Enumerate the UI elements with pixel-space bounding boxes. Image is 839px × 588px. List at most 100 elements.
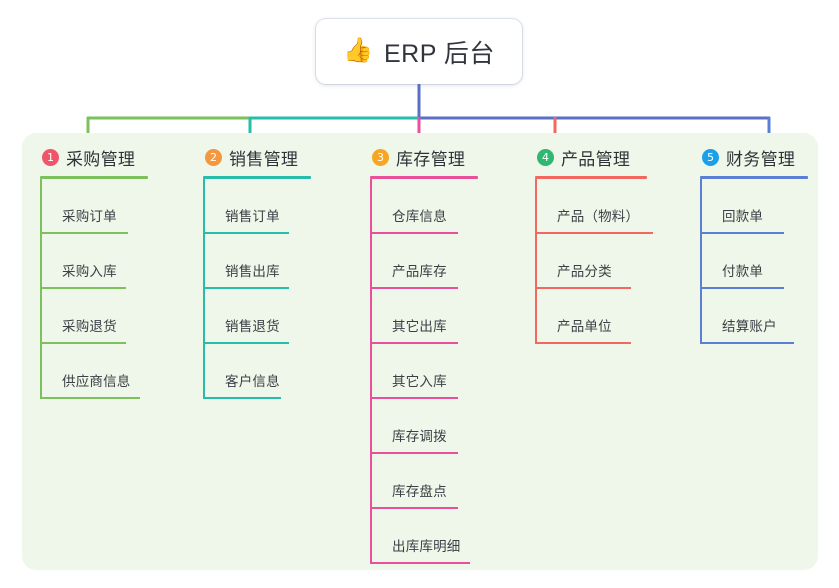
item-label: 产品分类 xyxy=(557,264,612,279)
column-header-3[interactable]: 3 库存管理 xyxy=(370,145,478,169)
item-label: 仓库信息 xyxy=(392,209,447,224)
item-label: 采购入库 xyxy=(62,264,117,279)
item-label: 回款单 xyxy=(722,209,764,224)
item-rule xyxy=(700,342,794,344)
column-items-2: 销售订单 销售出库 销售退货 客户信息 xyxy=(203,179,311,399)
column-title-1: 采购管理 xyxy=(66,149,136,169)
item-label: 产品单位 xyxy=(557,319,612,334)
list-item[interactable]: 客户信息 xyxy=(203,344,311,399)
item-label: 采购退货 xyxy=(62,319,117,334)
item-label: 销售订单 xyxy=(225,209,280,224)
list-item[interactable]: 库存盘点 xyxy=(370,454,478,509)
column-rule-3 xyxy=(370,176,478,179)
item-label: 产品（物料） xyxy=(557,209,640,224)
item-label: 其它入库 xyxy=(392,374,447,389)
column-badge-5: 5 xyxy=(702,148,719,166)
column-title-3: 库存管理 xyxy=(396,149,466,169)
list-item[interactable]: 产品分类 xyxy=(535,234,653,289)
item-label: 销售退货 xyxy=(225,319,280,334)
item-rule xyxy=(40,342,126,344)
list-item[interactable]: 付款单 xyxy=(700,234,808,289)
item-rule xyxy=(370,562,470,564)
item-rule xyxy=(370,287,458,289)
item-label: 库存盘点 xyxy=(392,484,447,499)
column-rule-1 xyxy=(40,176,148,179)
item-label: 其它出库 xyxy=(392,319,447,334)
list-item[interactable]: 其它入库 xyxy=(370,344,478,399)
item-rule xyxy=(700,287,784,289)
list-item[interactable]: 销售出库 xyxy=(203,234,311,289)
list-item[interactable]: 仓库信息 xyxy=(370,179,478,234)
content-panel xyxy=(22,133,818,570)
item-rule xyxy=(203,232,289,234)
column-items-3: 仓库信息 产品库存 其它出库 其它入库 库存调拨 库存盘点 xyxy=(370,179,478,564)
item-label: 供应商信息 xyxy=(62,374,131,389)
column-procurement: 1 采购管理 采购订单 采购入库 采购退货 供应商信息 xyxy=(40,145,148,399)
item-label: 客户信息 xyxy=(225,374,280,389)
column-title-5: 财务管理 xyxy=(726,149,796,169)
column-finance: 5 财务管理 回款单 付款单 结算账户 xyxy=(700,145,808,344)
item-rule xyxy=(535,232,653,234)
column-inventory: 3 库存管理 仓库信息 产品库存 其它出库 其它入库 库存调拨 xyxy=(370,145,478,564)
list-item[interactable]: 其它出库 xyxy=(370,289,478,344)
column-header-4[interactable]: 4 产品管理 xyxy=(535,145,653,169)
column-badge-2: 2 xyxy=(205,148,222,166)
column-product: 4 产品管理 产品（物料） 产品分类 产品单位 xyxy=(535,145,653,344)
list-item[interactable]: 采购入库 xyxy=(40,234,148,289)
item-rule xyxy=(535,342,631,344)
column-items-1: 采购订单 采购入库 采购退货 供应商信息 xyxy=(40,179,148,399)
list-item[interactable]: 供应商信息 xyxy=(40,344,148,399)
list-item[interactable]: 销售订单 xyxy=(203,179,311,234)
list-item[interactable]: 结算账户 xyxy=(700,289,808,344)
column-spine-2 xyxy=(203,179,205,399)
list-item[interactable]: 产品（物料） xyxy=(535,179,653,234)
list-item[interactable]: 采购退货 xyxy=(40,289,148,344)
column-spine-5 xyxy=(700,179,702,344)
item-rule xyxy=(700,232,784,234)
list-item[interactable]: 回款单 xyxy=(700,179,808,234)
root-node[interactable]: 👍 ERP 后台 xyxy=(316,19,522,84)
item-rule xyxy=(203,287,289,289)
list-item[interactable]: 产品单位 xyxy=(535,289,653,344)
item-rule xyxy=(40,397,140,399)
root-node-label: ERP 后台 xyxy=(383,39,495,68)
list-item[interactable]: 出库库明细 xyxy=(370,509,478,564)
item-rule xyxy=(370,507,458,509)
item-rule xyxy=(370,342,458,344)
list-item[interactable]: 库存调拨 xyxy=(370,399,478,454)
column-sales: 2 销售管理 销售订单 销售出库 销售退货 客户信息 xyxy=(203,145,311,399)
column-header-1[interactable]: 1 采购管理 xyxy=(40,145,148,169)
column-spine-3 xyxy=(370,179,372,564)
list-item[interactable]: 销售退货 xyxy=(203,289,311,344)
column-rule-4 xyxy=(535,176,647,179)
column-rule-5 xyxy=(700,176,808,179)
item-rule xyxy=(370,452,458,454)
item-label: 销售出库 xyxy=(225,264,280,279)
item-rule xyxy=(535,287,631,289)
column-items-5: 回款单 付款单 结算账户 xyxy=(700,179,808,344)
item-label: 付款单 xyxy=(722,264,764,279)
item-rule xyxy=(203,342,289,344)
thumbs-up-icon: 👍 xyxy=(343,36,373,64)
item-label: 采购订单 xyxy=(62,209,117,224)
item-rule xyxy=(203,397,281,399)
list-item[interactable]: 采购订单 xyxy=(40,179,148,234)
column-badge-3: 3 xyxy=(372,148,389,166)
item-label: 结算账户 xyxy=(722,319,777,334)
column-badge-4: 4 xyxy=(537,148,554,166)
column-rule-2 xyxy=(203,176,311,179)
item-label: 产品库存 xyxy=(392,264,447,279)
column-items-4: 产品（物料） 产品分类 产品单位 xyxy=(535,179,653,344)
item-label: 出库库明细 xyxy=(392,539,461,554)
list-item[interactable]: 产品库存 xyxy=(370,234,478,289)
column-title-2: 销售管理 xyxy=(229,149,299,169)
column-header-2[interactable]: 2 销售管理 xyxy=(203,145,311,169)
item-rule xyxy=(40,232,128,234)
item-rule xyxy=(40,287,126,289)
item-rule xyxy=(370,232,458,234)
column-badge-1: 1 xyxy=(42,148,59,166)
item-label: 库存调拨 xyxy=(392,429,447,444)
column-header-5[interactable]: 5 财务管理 xyxy=(700,145,808,169)
item-rule xyxy=(370,397,458,399)
